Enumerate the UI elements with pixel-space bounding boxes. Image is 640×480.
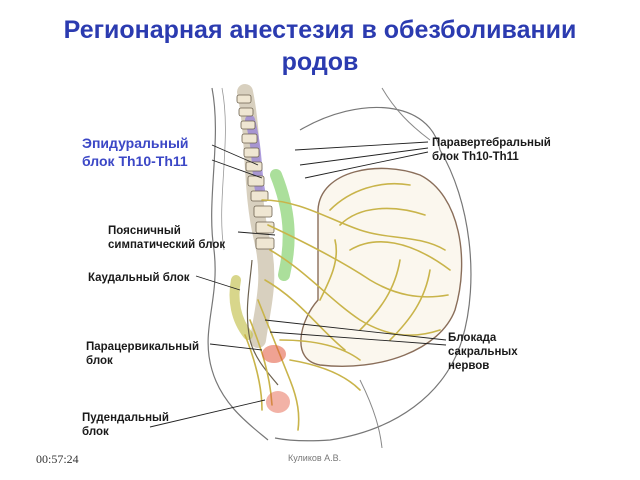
abdomen-outline: [274, 106, 472, 442]
chest-outline: [381, 87, 431, 141]
sacral-nerve-block-label: Блокада сакральных нервов: [448, 332, 518, 372]
lumbar-sympathetic-block-label: Поясничный симпатический блок: [108, 225, 226, 251]
slide-time: 00:57:24: [36, 452, 79, 466]
paracervical-block-spot: [262, 345, 286, 363]
title-line-1: Регионарная анестезия в обезболивании: [63, 16, 577, 44]
paracervical-block-label: Парацервикальный блок: [86, 341, 200, 367]
spine-column: [229, 84, 295, 386]
paravertebral-block-label: Паравертебральный блок Th10-Th11: [432, 137, 551, 163]
uterus-outline: [300, 167, 463, 367]
title-line-2: родов: [281, 48, 359, 76]
pudendal-block-label: Пудендальный блок: [82, 412, 169, 438]
pudendal-block-spot: [266, 391, 290, 413]
slide-author: Куликов А.В.: [288, 453, 342, 463]
caudal-block-label: Каудальный блок: [88, 272, 190, 284]
slide-title: Регионарная анестезия в обезболивании ро…: [0, 14, 640, 78]
epidural-block-label: Эпидуральный блок Th10-Th11: [82, 135, 189, 169]
leader-lines: [149, 141, 447, 428]
thigh-line: [359, 379, 383, 449]
nerve-network: [244, 182, 451, 431]
back-outline-inner: [221, 87, 226, 251]
